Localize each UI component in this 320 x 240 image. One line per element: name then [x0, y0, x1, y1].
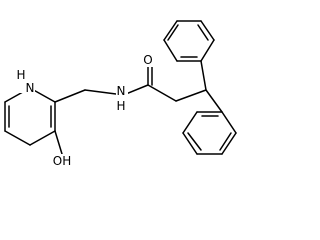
carbonyl-oxygen-mask: [143, 53, 154, 67]
upper-phenyl-bond-5: [163, 39, 178, 62]
ring-nitrogen-hydrogen-label: H: [16, 68, 25, 82]
ring-bond-c3-c4: [29, 130, 56, 146]
amide-nitrogen-mask: [116, 86, 128, 113]
lower-phenyl-double-1: [219, 132, 232, 151]
upper-phenyl-bond-4: [163, 20, 178, 41]
upper-phenyl-bond-2: [200, 20, 215, 41]
amide-hydrogen-label: H: [116, 99, 125, 113]
lower-phenyl-bond-4: [182, 132, 198, 155]
upper-phenyl-bond-1: [200, 39, 215, 62]
lower-phenyl-bond-5: [182, 111, 198, 134]
ring-to-hydroxyl-bond: [54, 130, 63, 155]
bond-layer: [4, 20, 237, 155]
alkyl-bond-1: [147, 84, 177, 102]
methylene-bond-1: [54, 89, 86, 103]
lower-phenyl-double-2: [187, 132, 202, 151]
ring-bond-c4-c5: [4, 130, 31, 146]
upper-phenyl-double-1: [197, 24, 209, 41]
atom-label-layer: O N H H N OH: [16, 53, 154, 169]
ring-hydroxyl-mask: [50, 154, 74, 169]
chemical-structure-diagram: O N H H N OH: [4, 20, 237, 169]
alkyl-bond-2: [175, 89, 207, 102]
lower-phenyl-bond-1: [221, 111, 237, 134]
upper-phenyl-bond: [200, 60, 207, 91]
lower-phenyl-bond-2: [221, 132, 237, 155]
amide-bond-n-c: [125, 84, 149, 95]
amide-nitrogen-label: N: [117, 84, 126, 98]
carbonyl-oxygen-label: O: [143, 53, 152, 67]
methylene-bond-2: [84, 89, 117, 95]
lower-phenyl-bond: [205, 89, 223, 113]
upper-phenyl-double-2: [167, 24, 179, 41]
ring-nitrogen-label: N: [26, 81, 35, 95]
ring-hydroxyl-label: OH: [53, 154, 71, 168]
ring-nitrogen-mask: [17, 70, 35, 93]
